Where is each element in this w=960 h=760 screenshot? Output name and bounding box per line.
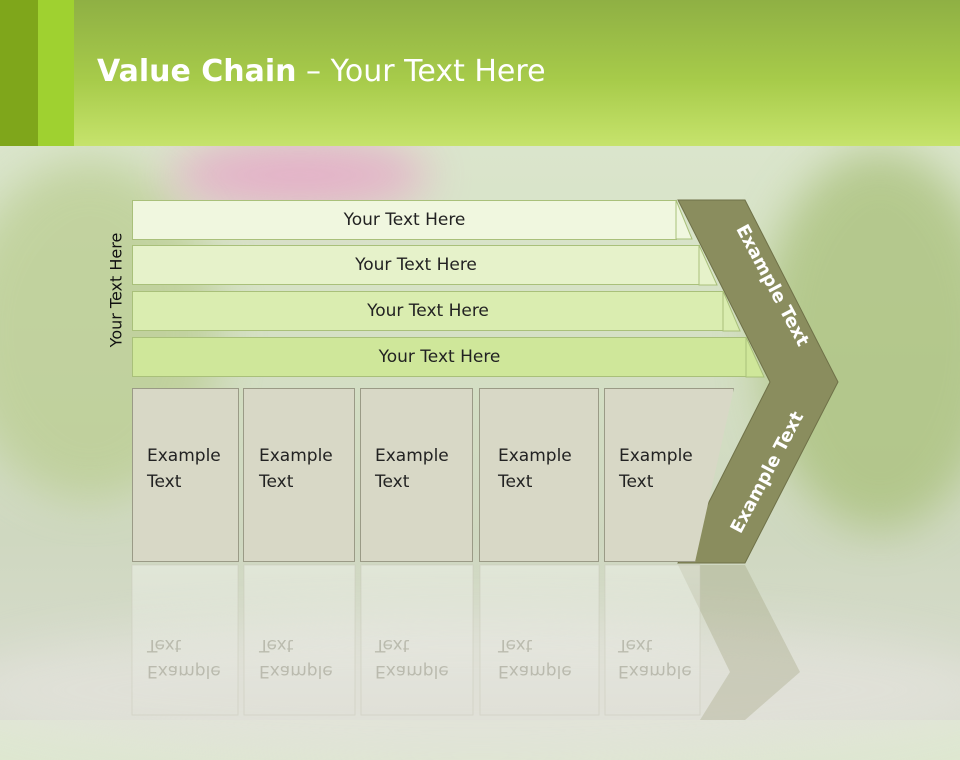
box-line-1: Example — [619, 446, 693, 466]
box-reflection — [131, 564, 239, 716]
box-line-2: Text — [375, 472, 410, 492]
background-flower — [170, 140, 430, 210]
value-bar-label: Your Text Here — [367, 301, 489, 321]
box-reflection — [360, 564, 474, 716]
box-line-1: Example — [259, 446, 333, 466]
value-bar-3: Your Text Here — [132, 291, 724, 331]
example-box-2: Example Text — [243, 388, 355, 562]
header-accent-dark — [0, 0, 38, 146]
box-line-2: Text — [259, 472, 294, 492]
chevron-arrow — [677, 199, 839, 564]
value-bar-label: Your Text Here — [343, 210, 466, 230]
value-bar-label: Your Text Here — [355, 255, 477, 275]
example-box-3: Example Text — [360, 388, 473, 562]
box-line-2: Text — [498, 472, 533, 492]
chevron-reflection — [678, 565, 800, 720]
box-line-1: Example — [375, 446, 449, 466]
box-reflection — [243, 564, 356, 716]
header-accent-bright — [38, 0, 74, 146]
title-rest: – Your Text Here — [296, 54, 546, 89]
value-bar-label: Your Text Here — [378, 347, 501, 367]
box-line-1: Example — [498, 446, 572, 466]
example-box-1: Example Text — [132, 388, 239, 562]
value-bar-1: Your Text Here — [132, 200, 677, 240]
slide-title: Value Chain – Your Text Here — [97, 54, 546, 89]
box-line-1: Example — [147, 446, 221, 466]
header-band — [0, 0, 960, 146]
example-box-4: Example Text — [479, 388, 599, 562]
title-bold: Value Chain — [97, 54, 297, 89]
box-line-2: Text — [619, 472, 654, 492]
box-reflection — [479, 564, 600, 716]
box-reflection — [604, 564, 701, 716]
value-bar-2: Your Text Here — [132, 245, 700, 285]
value-chain-shapes — [131, 199, 839, 720]
box-line-2: Text — [147, 472, 182, 492]
value-bar-4: Your Text Here — [132, 337, 747, 377]
